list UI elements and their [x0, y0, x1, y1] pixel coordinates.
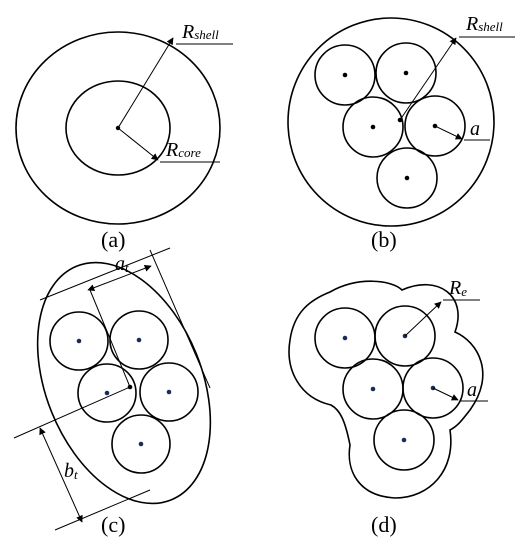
- extension-line: [149, 249, 211, 389]
- bt-label: bt: [64, 460, 78, 482]
- particle-circle: [77, 363, 137, 423]
- particle-circle: [314, 44, 376, 106]
- major-axis-line: [13, 386, 131, 439]
- particle-circle: [404, 95, 466, 157]
- particle-center: [404, 175, 410, 181]
- particle-circle: [376, 147, 438, 209]
- particle-circle: [111, 414, 171, 474]
- bt-dimension-arrow: [39, 427, 83, 523]
- extension-line: [54, 489, 151, 531]
- shell-circle: [287, 17, 495, 227]
- particle-center: [104, 390, 110, 396]
- equivalent-envelope: [288, 280, 484, 499]
- shell-radius-label: Rshell: [181, 21, 219, 43]
- particle-circle: [342, 96, 404, 158]
- particle-center: [166, 389, 172, 395]
- particle-circle: [374, 305, 436, 367]
- core-circle: [65, 80, 171, 176]
- minor-axis-line: [89, 289, 131, 388]
- particle-circle: [375, 42, 437, 104]
- equivalent-ellipse: [36, 261, 212, 505]
- core-radius-label: Rcore: [165, 139, 201, 161]
- shell-radius-arrow: [399, 37, 457, 121]
- panel-c: at bt (c): [13, 247, 212, 537]
- particle-circle: [373, 409, 435, 471]
- caption-c: (c): [101, 512, 125, 537]
- panel-a: Rshell Rcore (a): [15, 21, 233, 252]
- shell-radius-arrow: [117, 37, 174, 129]
- particle-center: [342, 72, 348, 78]
- particle-circle: [402, 357, 464, 419]
- shell-circle: [15, 31, 221, 225]
- particle-center: [370, 386, 376, 392]
- caption-d: (d): [371, 512, 397, 537]
- particle-center: [342, 335, 348, 341]
- particle-center: [76, 338, 82, 344]
- particle-center: [138, 441, 144, 447]
- re-label: Re: [448, 277, 467, 299]
- caption-a: (a): [101, 227, 125, 252]
- panel-d: Re a (d): [288, 277, 488, 537]
- at-label: at: [115, 253, 129, 275]
- caption-b: (b): [371, 227, 397, 252]
- core-radius-arrow: [117, 127, 159, 161]
- particle-center: [370, 124, 376, 130]
- particle-circle: [139, 362, 199, 422]
- re-arrow: [404, 301, 442, 337]
- particle-circle: [109, 310, 169, 370]
- particle-radius-arrow: [434, 125, 463, 140]
- shell-radius-label: Rshell: [465, 13, 503, 35]
- particle-radius-label: a: [467, 379, 477, 401]
- particle-radius-label: a: [470, 118, 480, 140]
- at-dimension-arrow: [87, 264, 152, 292]
- particle-center: [136, 337, 142, 343]
- extension-line: [39, 247, 171, 301]
- particle-circle: [49, 311, 109, 371]
- particle-center: [403, 70, 409, 76]
- particle-center: [401, 437, 407, 443]
- panel-b: Rshell a (b): [287, 13, 515, 252]
- particle-radius-arrow: [432, 387, 459, 401]
